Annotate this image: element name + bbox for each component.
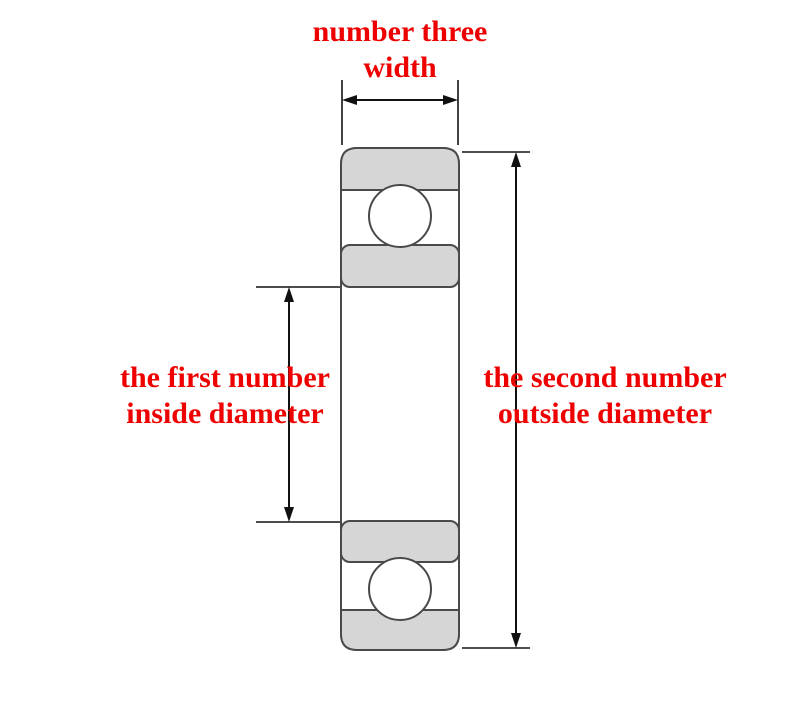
inner-ring-bottom [340, 520, 460, 563]
outer-ring-top [340, 147, 460, 191]
outer-ring-bottom [340, 609, 460, 651]
inside-diameter-arrow [256, 286, 340, 523]
outside-diameter-arrow [462, 151, 530, 649]
inner-ring-top [340, 244, 460, 288]
width-dimension-arrow [341, 80, 459, 145]
width-label: number three width [250, 14, 550, 86]
inside-diameter-label: the first number inside diameter [75, 360, 375, 432]
inside-diameter-label-line1: the first number [120, 361, 330, 394]
outside-diameter-label-line2: outside diameter [497, 397, 713, 430]
width-label-line2: width [363, 51, 437, 84]
inside-diameter-label-line2: inside diameter [126, 397, 324, 430]
ball-top-icon [368, 184, 432, 248]
outside-diameter-label: the second number outside diameter [455, 360, 755, 432]
outside-diameter-label-line1: the second number [483, 361, 727, 394]
width-label-line1: number three [312, 15, 488, 48]
ball-bottom-icon [368, 557, 432, 621]
